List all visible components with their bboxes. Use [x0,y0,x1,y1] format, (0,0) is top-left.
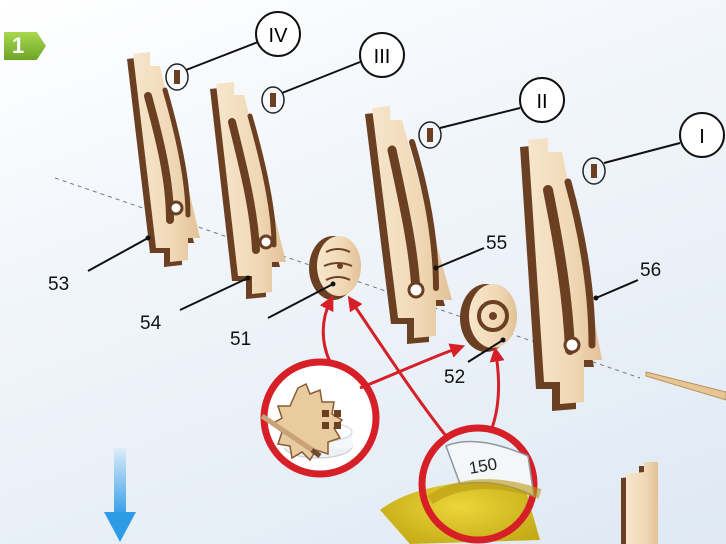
label-53: 53 [48,274,69,295]
next-step-piece [621,462,658,544]
part-53-piece [127,52,200,267]
leader-55 [436,248,484,268]
pencil-stick [646,372,726,400]
callout-i: I [583,113,724,184]
callout-iv: IV [166,12,300,90]
step-number: 1 [12,33,24,59]
leader-54 [180,278,248,310]
label-52: 52 [444,367,465,388]
callout-ii: II [419,78,564,148]
callout-iv-label: IV [269,25,289,47]
part-54-piece [210,82,286,299]
label-51: 51 [230,329,251,350]
part-56-piece [520,138,602,411]
sandpaper-icon: 150 [380,428,540,544]
sand-to-52-arrow [492,354,499,428]
label-56: 56 [640,260,661,281]
label-54: 54 [140,313,162,334]
leader-51 [268,284,333,318]
glue-to-51-arrow [323,302,330,362]
label-55: 55 [486,233,507,254]
part-51-disc [309,236,361,300]
glue-pot-icon [262,362,376,474]
down-arrow-icon [104,448,136,542]
callout-ii-label: II [536,91,547,113]
callout-i-label: I [699,126,705,148]
callout-iii-label: III [374,46,391,68]
leader-53 [88,238,148,271]
part-52-disc [460,284,517,352]
leader-56 [596,280,638,298]
